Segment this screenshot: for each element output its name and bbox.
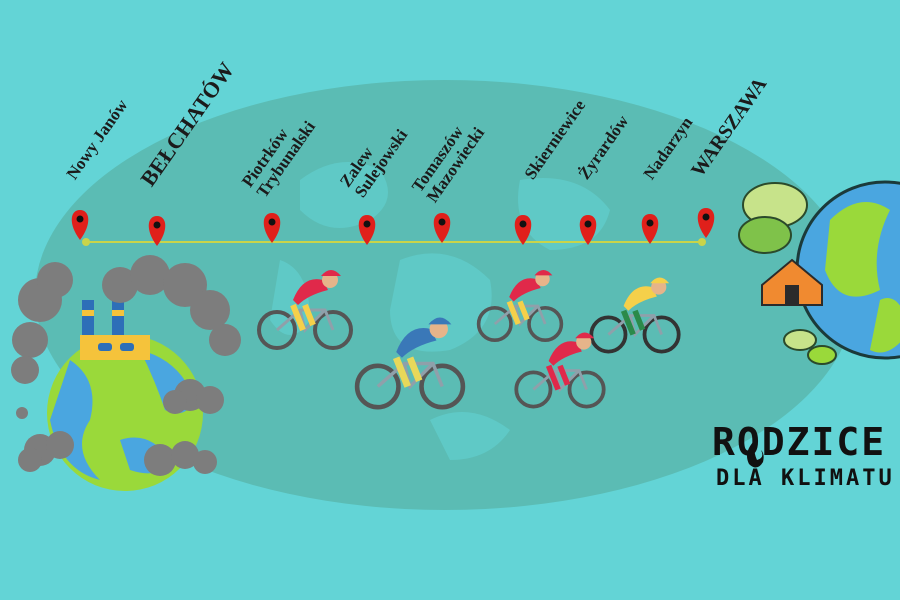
green-earth-group bbox=[738, 180, 900, 365]
cyclist-icon bbox=[476, 270, 564, 343]
route-start-dot bbox=[82, 238, 90, 246]
map-pin-icon bbox=[641, 214, 659, 244]
map-pin-icon bbox=[148, 216, 166, 246]
map-pin-icon bbox=[697, 208, 715, 238]
leaf-icon bbox=[783, 329, 817, 351]
route-end-dot bbox=[698, 238, 706, 246]
factory-icon bbox=[80, 335, 150, 360]
cyclist-icon bbox=[354, 317, 466, 410]
leaf-icon bbox=[807, 345, 837, 365]
cyclist-icon bbox=[257, 270, 353, 350]
house-icon bbox=[761, 258, 823, 306]
map-pin-icon bbox=[263, 213, 281, 243]
map-pin-icon bbox=[514, 215, 532, 245]
polluted-earth-group bbox=[11, 255, 241, 491]
brand-line1: RODZICE bbox=[712, 420, 887, 464]
smoke-cloud-icon bbox=[11, 255, 241, 476]
map-pin-icon bbox=[579, 215, 597, 245]
cyclist-icon bbox=[514, 332, 606, 409]
brand-logo: RODZICE DLA KLIMATU bbox=[712, 420, 895, 491]
logo-flame-icon bbox=[747, 440, 764, 468]
map-pin-icon bbox=[433, 213, 451, 243]
map-pin-icon bbox=[358, 215, 376, 245]
brand-line2: DLA KLIMATU bbox=[716, 466, 895, 491]
leaf-icon bbox=[738, 216, 792, 254]
map-pin-icon bbox=[71, 210, 89, 240]
cyclist-icon bbox=[589, 277, 681, 354]
